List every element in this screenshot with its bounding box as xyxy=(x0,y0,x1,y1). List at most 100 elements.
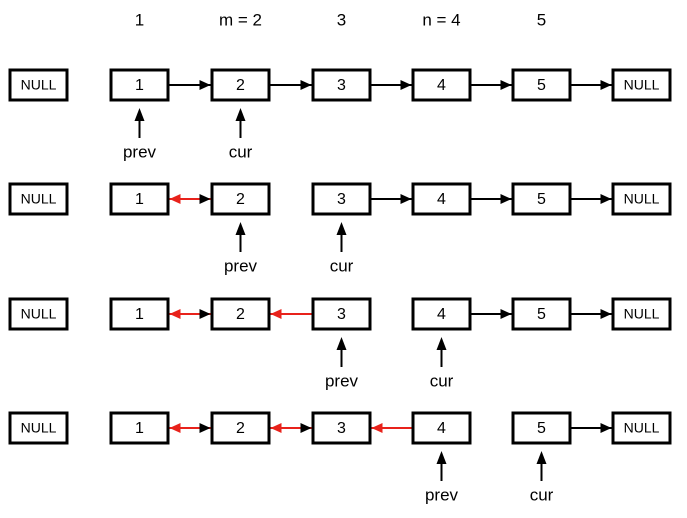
node-value: 5 xyxy=(537,77,546,94)
null-right-box xyxy=(611,411,672,445)
pointer-label: prev xyxy=(425,485,459,504)
list-node xyxy=(311,68,372,102)
arrow-head xyxy=(336,337,347,350)
pointer-label: prev xyxy=(325,371,359,390)
null-left-label: NULL xyxy=(21,306,57,322)
pointer-label: prev xyxy=(224,256,258,275)
null-left-box xyxy=(8,68,69,102)
node-value: 5 xyxy=(537,191,546,208)
null-left-label: NULL xyxy=(21,191,57,207)
node-value: 2 xyxy=(236,191,245,208)
list-node xyxy=(411,297,472,331)
column-label: 5 xyxy=(537,10,546,29)
list-node xyxy=(511,182,572,216)
arrow-head xyxy=(270,309,282,319)
pointer-cur: cur xyxy=(530,451,554,504)
column-label: n = 4 xyxy=(422,10,460,29)
arrow-head xyxy=(235,108,246,121)
list-node xyxy=(511,297,572,331)
null-left-box xyxy=(8,411,69,445)
link-arrow xyxy=(571,423,612,433)
list-node xyxy=(411,411,472,445)
pointer-label: cur xyxy=(530,485,554,504)
list-node xyxy=(109,297,170,331)
pointer-label: cur xyxy=(330,256,354,275)
arrow-head xyxy=(536,451,547,464)
arrow-head xyxy=(300,80,312,90)
node-value: 5 xyxy=(537,306,546,323)
arrow-head xyxy=(436,337,447,350)
pointer-prev: prev xyxy=(425,451,459,504)
arrow-head xyxy=(371,423,383,433)
pointer-label: cur xyxy=(430,371,454,390)
link-arrow xyxy=(169,80,211,90)
arrow-head xyxy=(600,423,612,433)
list-node xyxy=(210,411,271,445)
arrow-head xyxy=(600,309,612,319)
arrow-head xyxy=(500,309,512,319)
link-arrow xyxy=(471,80,512,90)
list-node xyxy=(411,182,472,216)
node-value: 3 xyxy=(337,306,346,323)
null-right-box xyxy=(611,297,672,331)
link-arrow xyxy=(571,80,612,90)
link-arrow xyxy=(571,194,612,204)
pointer-label: prev xyxy=(123,142,157,161)
node-value: 4 xyxy=(437,420,446,437)
link-arrow xyxy=(371,194,412,204)
node-value: 1 xyxy=(135,77,144,94)
null-right-label: NULL xyxy=(624,191,660,207)
list-node xyxy=(511,411,572,445)
node-value: 4 xyxy=(437,77,446,94)
link-arrow xyxy=(270,80,312,90)
arrow-head xyxy=(600,80,612,90)
list-node xyxy=(109,68,170,102)
node-value: 4 xyxy=(437,191,446,208)
list-node xyxy=(311,182,372,216)
node-value: 2 xyxy=(236,420,245,437)
pointer-prev: prev xyxy=(325,337,359,390)
arrow-head xyxy=(199,194,211,204)
arrow-head xyxy=(336,222,347,235)
null-left-label: NULL xyxy=(21,420,57,436)
null-left-box xyxy=(8,297,69,331)
null-left-box xyxy=(8,182,69,216)
link-arrow xyxy=(371,80,412,90)
node-value: 2 xyxy=(236,306,245,323)
link-arrow xyxy=(169,423,211,433)
list-node xyxy=(210,182,271,216)
arrow-head xyxy=(270,423,282,433)
node-value: 4 xyxy=(437,306,446,323)
pointer-cur: cur xyxy=(330,222,354,275)
arrow-head xyxy=(235,222,246,235)
list-node xyxy=(311,297,372,331)
arrow-head xyxy=(134,108,145,121)
node-value: 3 xyxy=(337,77,346,94)
arrow-head xyxy=(400,80,412,90)
arrow-head xyxy=(400,194,412,204)
arrow-head xyxy=(436,451,447,464)
pointer-prev: prev xyxy=(123,108,157,161)
arrow-head xyxy=(500,80,512,90)
list-node xyxy=(411,68,472,102)
node-value: 2 xyxy=(236,77,245,94)
list-node xyxy=(210,68,271,102)
link-arrow xyxy=(471,309,512,319)
link-arrow xyxy=(270,309,312,319)
pointer-prev: prev xyxy=(224,222,258,275)
null-right-label: NULL xyxy=(624,420,660,436)
list-node xyxy=(109,411,170,445)
node-value: 1 xyxy=(135,420,144,437)
list-node xyxy=(511,68,572,102)
node-value: 1 xyxy=(135,306,144,323)
link-arrow xyxy=(471,194,512,204)
node-value: 3 xyxy=(337,191,346,208)
list-node xyxy=(210,297,271,331)
node-value: 3 xyxy=(337,420,346,437)
